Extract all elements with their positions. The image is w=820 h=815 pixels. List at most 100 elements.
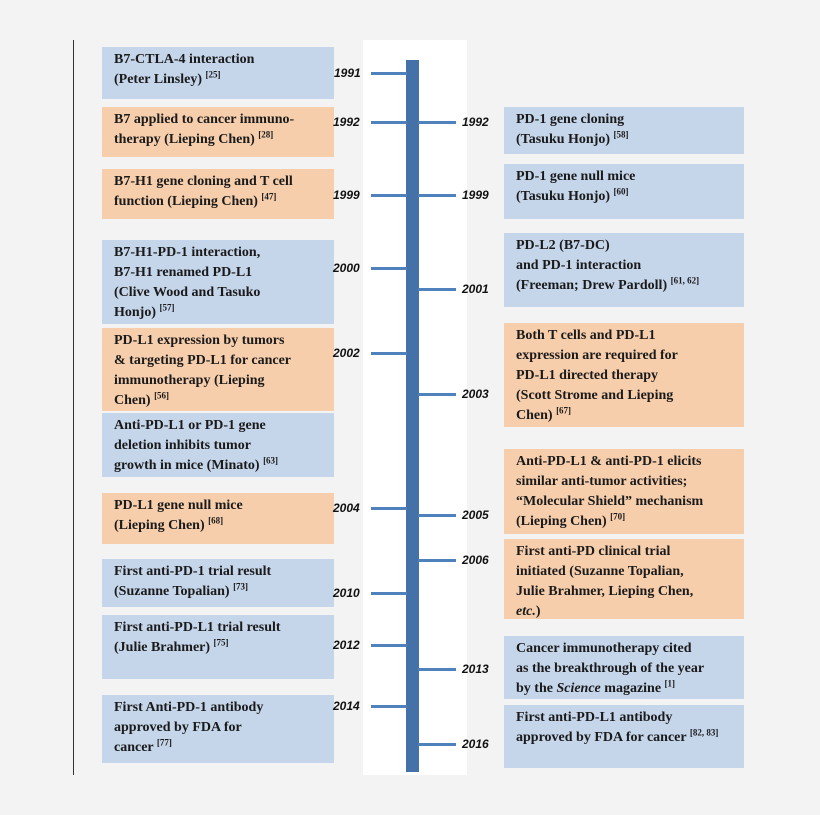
left-year-tick — [371, 352, 407, 355]
left-event-box: First anti-PD-1 trial result (Suzanne Top… — [102, 559, 334, 607]
event-text: PD-L1 expression by tumors — [114, 333, 285, 348]
reference-citation: [77] — [156, 737, 172, 748]
event-text-line: cancer [77] — [114, 738, 324, 758]
event-text: and PD-1 interaction — [516, 258, 642, 273]
event-text: PD-1 gene null mice — [516, 169, 636, 184]
event-text-line: growth in mice (Minato) [63] — [114, 456, 324, 476]
event-text-line: PD-L2 (B7-DC) — [516, 236, 734, 256]
right-year-label: 2001 — [462, 282, 489, 296]
event-text-line: (Suzanne Topalian) [73] — [114, 582, 324, 602]
event-text: Chen) — [516, 408, 553, 423]
event-text: First anti-PD clinical trial — [516, 544, 671, 559]
event-text-line: approved by FDA for — [114, 718, 324, 738]
event-text-line: & targeting PD-L1 for cancer — [114, 351, 324, 371]
event-text-line: B7-H1 gene cloning and T cell — [114, 172, 324, 192]
right-event-box: First anti-PD clinical trial initiated (S… — [504, 539, 744, 619]
left-event-box: B7 applied to cancer immuno-therapy (Lie… — [102, 107, 334, 157]
left-border-line — [73, 40, 74, 775]
left-year-tick — [371, 592, 407, 595]
right-year-tick — [418, 288, 456, 291]
reference-citation: [67] — [556, 405, 572, 416]
event-text: initiated (Suzanne Topalian, — [516, 564, 684, 579]
event-text: (Lieping Chen) — [516, 514, 607, 529]
event-text: deletion inhibits tumor — [114, 438, 251, 453]
right-event-box: PD-L2 (B7-DC) and PD-1 interaction (Freema… — [504, 233, 744, 307]
event-text: Cancer immunotherapy cited — [516, 641, 692, 656]
reference-citation: [1] — [664, 678, 676, 689]
event-text: similar anti-tumor activities; — [516, 474, 688, 489]
right-year-tick — [418, 668, 456, 671]
event-text-line: therapy (Lieping Chen) [28] — [114, 130, 324, 150]
event-text: B7-CTLA-4 interaction — [114, 52, 255, 67]
event-text: Chen) — [114, 393, 151, 408]
event-text-line: (Tasuku Honjo) [58] — [516, 130, 734, 150]
event-text: (Tasuku Honjo) — [516, 189, 611, 204]
right-year-label: 2006 — [462, 553, 489, 567]
event-text-line: immunotherapy (Lieping — [114, 371, 324, 391]
event-text-line: (Freeman; Drew Pardoll) [61, 62] — [516, 276, 734, 296]
event-text-line: Julie Brahmer, Lieping Chen, — [516, 582, 734, 602]
event-text: & targeting PD-L1 for cancer — [114, 353, 292, 368]
right-year-tick — [418, 194, 456, 197]
left-year-tick — [371, 705, 407, 708]
event-text: B7-H1 renamed PD-L1 — [114, 265, 253, 280]
event-text: (Peter Linsley) — [114, 72, 202, 87]
event-text-line: First anti-PD-1 trial result — [114, 562, 324, 582]
event-text: cancer — [114, 740, 154, 755]
event-text: immunotherapy (Lieping — [114, 373, 265, 388]
reference-citation: [68] — [208, 515, 224, 526]
left-year-label: 2004 — [333, 501, 360, 515]
right-year-tick — [418, 121, 456, 124]
event-text-line: B7-H1-PD-1 interaction, — [114, 243, 324, 263]
event-text: PD-1 gene cloning — [516, 112, 625, 127]
event-text: B7 applied to cancer immuno- — [114, 112, 295, 127]
left-year-label: 1991 — [334, 66, 361, 80]
event-text-line: PD-L1 expression by tumors — [114, 331, 324, 351]
event-text-line: deletion inhibits tumor — [114, 436, 324, 456]
left-year-label: 2010 — [333, 586, 360, 600]
event-text-line: by the Science magazine [1] — [516, 679, 734, 699]
event-text: (Freeman; Drew Pardoll) — [516, 278, 668, 293]
event-text-line: B7-CTLA-4 interaction — [114, 50, 324, 70]
event-text-line: etc.) — [516, 602, 734, 622]
event-text: growth in mice (Minato) — [114, 458, 260, 473]
right-event-box: PD-1 gene null mice(Tasuku Honjo) [60] — [504, 164, 744, 219]
right-event-box: Both T cells and PD-L1 expression are req… — [504, 323, 744, 427]
event-text-line: PD-1 gene cloning — [516, 110, 734, 130]
reference-citation: [58] — [613, 129, 629, 140]
reference-citation: [75] — [213, 637, 229, 648]
event-text: PD-L1 gene null mice — [114, 498, 243, 513]
event-text-line: First anti-PD-L1 trial result — [114, 618, 324, 638]
left-event-box: B7-CTLA-4 interaction (Peter Linsley) [2… — [102, 47, 334, 99]
event-text-line: First Anti-PD-1 antibody — [114, 698, 324, 718]
left-year-tick — [371, 267, 407, 270]
left-year-label: 2000 — [333, 261, 360, 275]
event-text: Both T cells and PD-L1 — [516, 328, 656, 343]
event-text: PD-L1 directed therapy — [516, 368, 659, 383]
event-text-line: expression are required for — [516, 346, 734, 366]
left-year-label: 2012 — [333, 638, 360, 652]
event-text-line: approved by FDA for cancer [82, 83] — [516, 728, 734, 748]
event-text: etc.) — [516, 604, 541, 619]
left-event-box: B7-H1 gene cloning and T cell function (L… — [102, 169, 334, 219]
reference-citation: [63] — [263, 455, 279, 466]
right-year-tick — [418, 514, 456, 517]
event-text-line: similar anti-tumor activities; — [516, 472, 734, 492]
event-text-line: B7-H1 renamed PD-L1 — [114, 263, 324, 283]
event-text: (Suzanne Topalian) — [114, 584, 230, 599]
event-text-line: Cancer immunotherapy cited — [516, 639, 734, 659]
event-text: First anti-PD-1 trial result — [114, 564, 272, 579]
reference-citation: [82, 83] — [689, 727, 719, 738]
right-year-label: 2005 — [462, 508, 489, 522]
right-year-label: 2013 — [462, 662, 489, 676]
left-year-label: 2014 — [333, 699, 360, 713]
event-text: function (Lieping Chen) — [114, 194, 258, 209]
event-text-line: Both T cells and PD-L1 — [516, 326, 734, 346]
event-text-line: Chen) [56] — [114, 391, 324, 411]
left-year-tick — [371, 72, 407, 75]
event-text: First anti-PD-L1 antibody — [516, 710, 673, 725]
reference-citation: [56] — [154, 390, 170, 401]
event-text: by the Science magazine — [516, 681, 662, 696]
